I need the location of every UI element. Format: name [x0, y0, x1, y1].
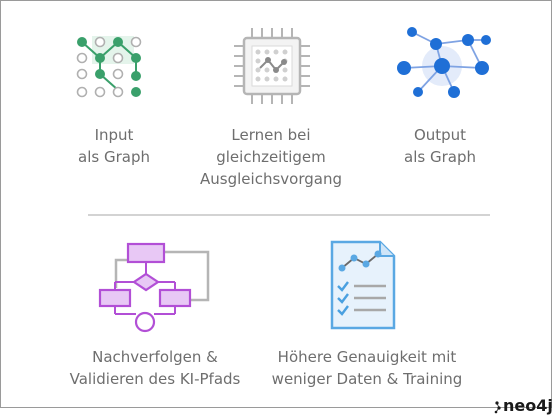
output-label-line2: als Graph	[404, 148, 476, 166]
flowchart-icon	[98, 242, 210, 333]
section-divider	[88, 214, 490, 216]
trace-label-line2: Validieren des KI-Pfads	[69, 370, 241, 388]
input-label-line1: Input	[94, 126, 134, 144]
input-graph-grid-icon	[76, 36, 142, 98]
slide-frame	[0, 0, 552, 408]
chip-learning-icon	[234, 28, 310, 104]
learning-label-line2: gleichzeitigem	[216, 148, 326, 166]
neo4j-logo-text: neo4j	[503, 396, 553, 415]
output-label-line1: Output	[413, 126, 467, 144]
input-label-line2: als Graph	[78, 148, 150, 166]
input-label: Input als Graph	[44, 124, 184, 168]
accuracy-label-line2: weniger Daten & Training	[271, 370, 463, 388]
output-network-graph-icon	[397, 27, 491, 98]
output-label: Output als Graph	[380, 124, 500, 168]
neo4j-logo-mark	[494, 401, 501, 414]
learning-label-line3: Ausgleichsvorgang	[200, 170, 342, 188]
trace-label-line1: Nachverfolgen &	[92, 348, 218, 366]
report-checklist-icon	[330, 240, 396, 330]
trace-label: Nachverfolgen & Validieren des KI-Pfads	[60, 346, 250, 390]
learning-label-line1: Lernen bei	[231, 126, 311, 144]
learning-label: Lernen bei gleichzeitigem Ausgleichsvorg…	[186, 124, 356, 190]
neo4j-logo: neo4j	[494, 396, 554, 418]
accuracy-label-line1: Höhere Genauigkeit mit	[277, 348, 457, 366]
accuracy-label: Höhere Genauigkeit mit weniger Daten & T…	[262, 346, 472, 390]
